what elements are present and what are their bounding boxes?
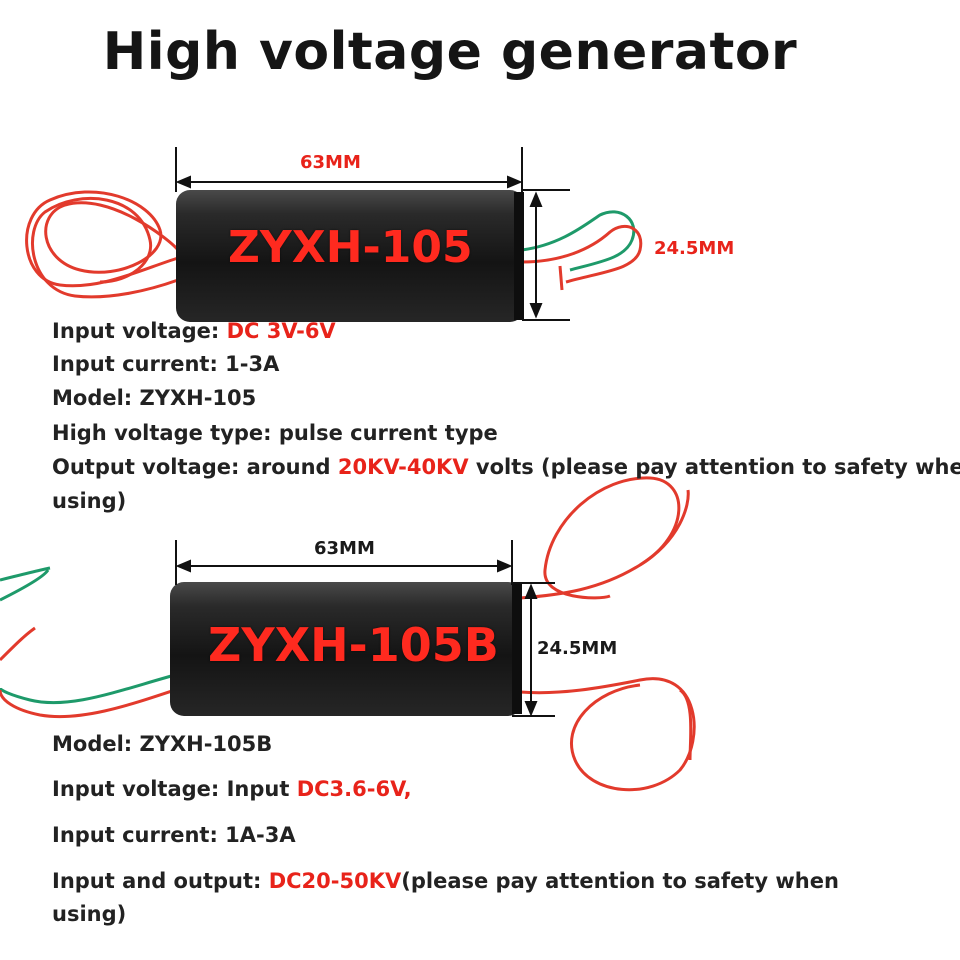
length-dimension-label: 63MM [314,538,375,559]
output-wire-icon [521,210,643,291]
spec-suffix: (please pay attention to safety when [401,869,839,893]
spec-input-current: Input current: 1-3A [52,352,280,376]
spec-label: Input voltage: [52,319,227,343]
model-label: ZYXH-105B [208,618,499,672]
input-wire-coil-icon [25,190,180,299]
generator-2-illustration [0,476,696,792]
generator-1-illustration [25,147,643,322]
spec-input-current: Input current: 1A-3A [52,823,296,847]
spec-value: 20KV-40KV [337,455,469,479]
spec-high-voltage-type: High voltage type: pulse current type [52,421,498,445]
dimension-lines [175,540,555,717]
spec-value: DC20-50KV [268,869,402,893]
generator-body [170,582,522,716]
page-title: High voltage generator [102,22,798,82]
spec-label: Output voltage: around [52,455,338,479]
spec-model: Model: ZYXH-105B [52,732,273,756]
spec-suffix: volts (please pay attention to safety wh… [468,455,960,479]
diameter-dimension-label: 24.5MM [537,638,618,659]
spec-output-voltage-continued: using) [52,489,127,513]
spec-label: Input voltage: Input [52,777,297,801]
dimension-lines [175,147,570,321]
spec-label: Input and output: [52,869,269,893]
spec-input-output-continued: using) [52,902,127,926]
output-wire-coil-icon [519,476,696,792]
spec-input-voltage: Input voltage: DC 3V-6V [52,314,336,348]
model-label: ZYXH-105 [228,222,473,273]
input-wire-icon [0,566,176,719]
spec-input-output: Input and output: DC20-50KV(please pay a… [52,864,839,898]
spec-value: DC 3V-6V [226,319,336,343]
spec-value: DC3.6-6V, [296,777,412,801]
spec-model: Model: ZYXH-105 [52,386,257,410]
diameter-dimension-label: 24.5MM [654,238,735,259]
length-dimension-label: 63MM [300,152,361,173]
spec-output-voltage: Output voltage: around 20KV-40KV volts (… [52,450,960,484]
generator-body [176,190,524,322]
spec-input-voltage: Input voltage: Input DC3.6-6V, [52,772,412,806]
